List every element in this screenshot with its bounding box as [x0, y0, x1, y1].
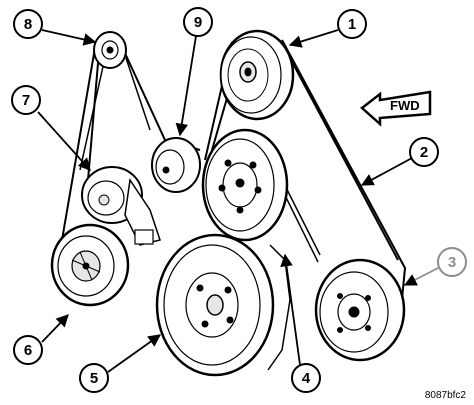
svg-text:3: 3: [448, 254, 456, 271]
leader-3: [403, 267, 439, 286]
svg-text:4: 4: [302, 370, 311, 387]
callout-3: 3: [437, 247, 467, 277]
svg-text:1: 1: [348, 16, 356, 33]
leader-5: [107, 334, 162, 373]
svg-text:5: 5: [90, 370, 98, 387]
svg-text:2: 2: [420, 144, 428, 161]
leader-2: [360, 157, 413, 186]
leader-4: [280, 253, 301, 366]
callout-1: 1: [337, 9, 367, 39]
svg-text:7: 7: [22, 92, 30, 109]
pulley-center: [201, 128, 289, 242]
leader-7: [37, 111, 91, 171]
callout-2: 2: [409, 137, 439, 167]
callout-9: 9: [183, 7, 213, 37]
leader-8: [41, 29, 97, 46]
pulley-5-crank: [155, 233, 291, 377]
pulley-6-ac: [50, 223, 130, 307]
pulley-8: [93, 31, 127, 69]
fwd-label: FWD: [390, 98, 420, 113]
callout-6: 6: [13, 335, 43, 365]
pulley-1: [219, 29, 295, 121]
callout-7: 7: [11, 85, 41, 115]
leader-1: [288, 29, 339, 48]
accessory-belt-inner: [79, 57, 151, 171]
leader-lines: [37, 29, 439, 373]
forward-direction-arrow: FWD: [360, 90, 432, 127]
pulley-7-tensioner: [81, 166, 161, 246]
svg-text:9: 9: [194, 14, 202, 31]
figure-code: 8087bfc2: [425, 390, 467, 401]
callout-4: 4: [291, 363, 321, 393]
serpentine-belt: [204, 39, 407, 321]
pulley-3-alternator: [314, 258, 406, 362]
callout-8: 8: [13, 9, 43, 39]
svg-text:8: 8: [24, 16, 32, 33]
pulley-9: [151, 137, 201, 193]
svg-text:6: 6: [24, 342, 32, 359]
leader-9: [175, 35, 197, 137]
leader-6: [41, 314, 69, 343]
callout-5: 5: [79, 363, 109, 393]
